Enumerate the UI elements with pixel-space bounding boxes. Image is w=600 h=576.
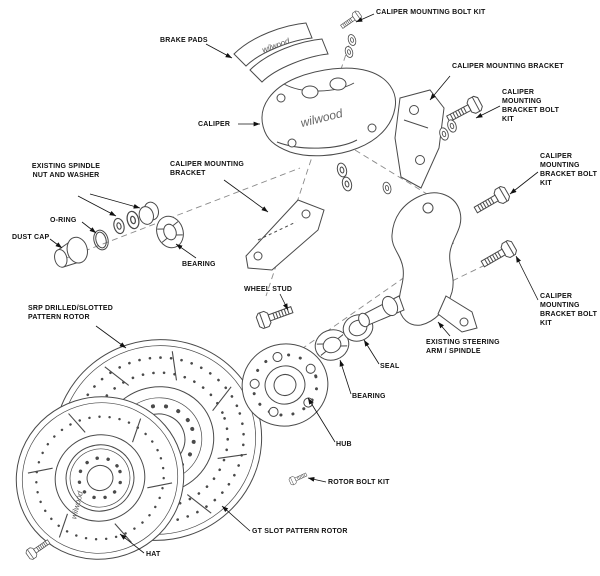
brake-pads-drawing: wilwood: [233, 22, 329, 83]
label-existing-spindle-nut-and-washer: EXISTING SPINDLE NUT AND WASHER: [31, 163, 101, 180]
label-caliper-mounting-bracket-bolt-kit-3: CALIPER MOUNTING BRACKET BOLT KIT: [540, 293, 598, 328]
label-seal: SEAL: [380, 363, 400, 370]
washer-icon: [445, 118, 459, 134]
rotor-bolt-drawing: [288, 470, 309, 486]
spindle-washer-drawing: [111, 216, 127, 236]
label-caliper-mounting-bolt-kit: CALIPER MOUNTING BOLT KIT: [376, 9, 486, 16]
gt-rotor-hat-drawing: wilwood: [15, 396, 185, 560]
hub-drawing: [241, 343, 329, 427]
label-hat: HAT: [146, 551, 161, 558]
label-caliper: CALIPER: [198, 121, 231, 128]
label-caliper-mounting-bracket-right: CALIPER MOUNTING BRACKET: [452, 63, 564, 70]
dust-cap-drawing: [54, 236, 88, 268]
caliper-mounting-bracket-right-drawing: [394, 89, 445, 189]
o-ring-drawing: [93, 229, 109, 251]
label-caliper-mounting-bracket-bolt-kit-2: CALIPER MOUNTING BRACKET BOLT KIT: [540, 153, 598, 188]
bearing-left-drawing: [156, 215, 184, 249]
label-brake-pads: BRAKE PADS: [160, 37, 208, 44]
label-bearing-center: BEARING: [352, 393, 386, 400]
label-caliper-mounting-bracket-bolt-kit-1: CALIPER MOUNTING BRACKET BOLT KIT: [502, 89, 560, 124]
label-gt-slot-pattern-rotor: GT SLOT PATTERN ROTOR: [252, 528, 348, 535]
hat-bolt-drawing: [24, 536, 53, 561]
washer-icon: [346, 33, 358, 47]
washer-icon: [381, 180, 393, 196]
label-o-ring: O-RING: [50, 217, 77, 224]
spindle-drawing: [358, 192, 478, 333]
label-bearing-left: BEARING: [182, 261, 216, 268]
caliper-drawing: wilwood: [261, 67, 397, 157]
washer-icon: [335, 161, 349, 179]
label-existing-steering-arm-spindle: EXISTING STEERING ARM / SPINDLE: [426, 339, 500, 356]
bracket-bolt-3-drawing: [478, 238, 519, 272]
label-wheel-stud: WHEEL STUD: [244, 286, 293, 293]
wheel-stud-drawing: [254, 301, 296, 331]
label-rotor-bolt-kit: ROTOR BOLT KIT: [328, 479, 390, 486]
leader-lines: [49, 13, 539, 554]
spindle-washer-drawing: [124, 209, 142, 231]
label-hub: HUB: [336, 441, 352, 448]
label-caliper-mounting-bracket-left: CALIPER MOUNTING BRACKET: [170, 161, 244, 178]
label-srp-rotor: SRP DRILLED/SLOTTED PATTERN ROTOR: [28, 305, 113, 322]
caliper-mounting-bracket-left-drawing: [245, 199, 325, 271]
bracket-bolt-2-drawing: [471, 184, 512, 218]
washer-icon: [340, 175, 354, 193]
label-dust-cap: DUST CAP: [12, 234, 50, 241]
spindle-nut-drawing: [138, 201, 159, 225]
bearing-center-drawing: [314, 329, 350, 361]
